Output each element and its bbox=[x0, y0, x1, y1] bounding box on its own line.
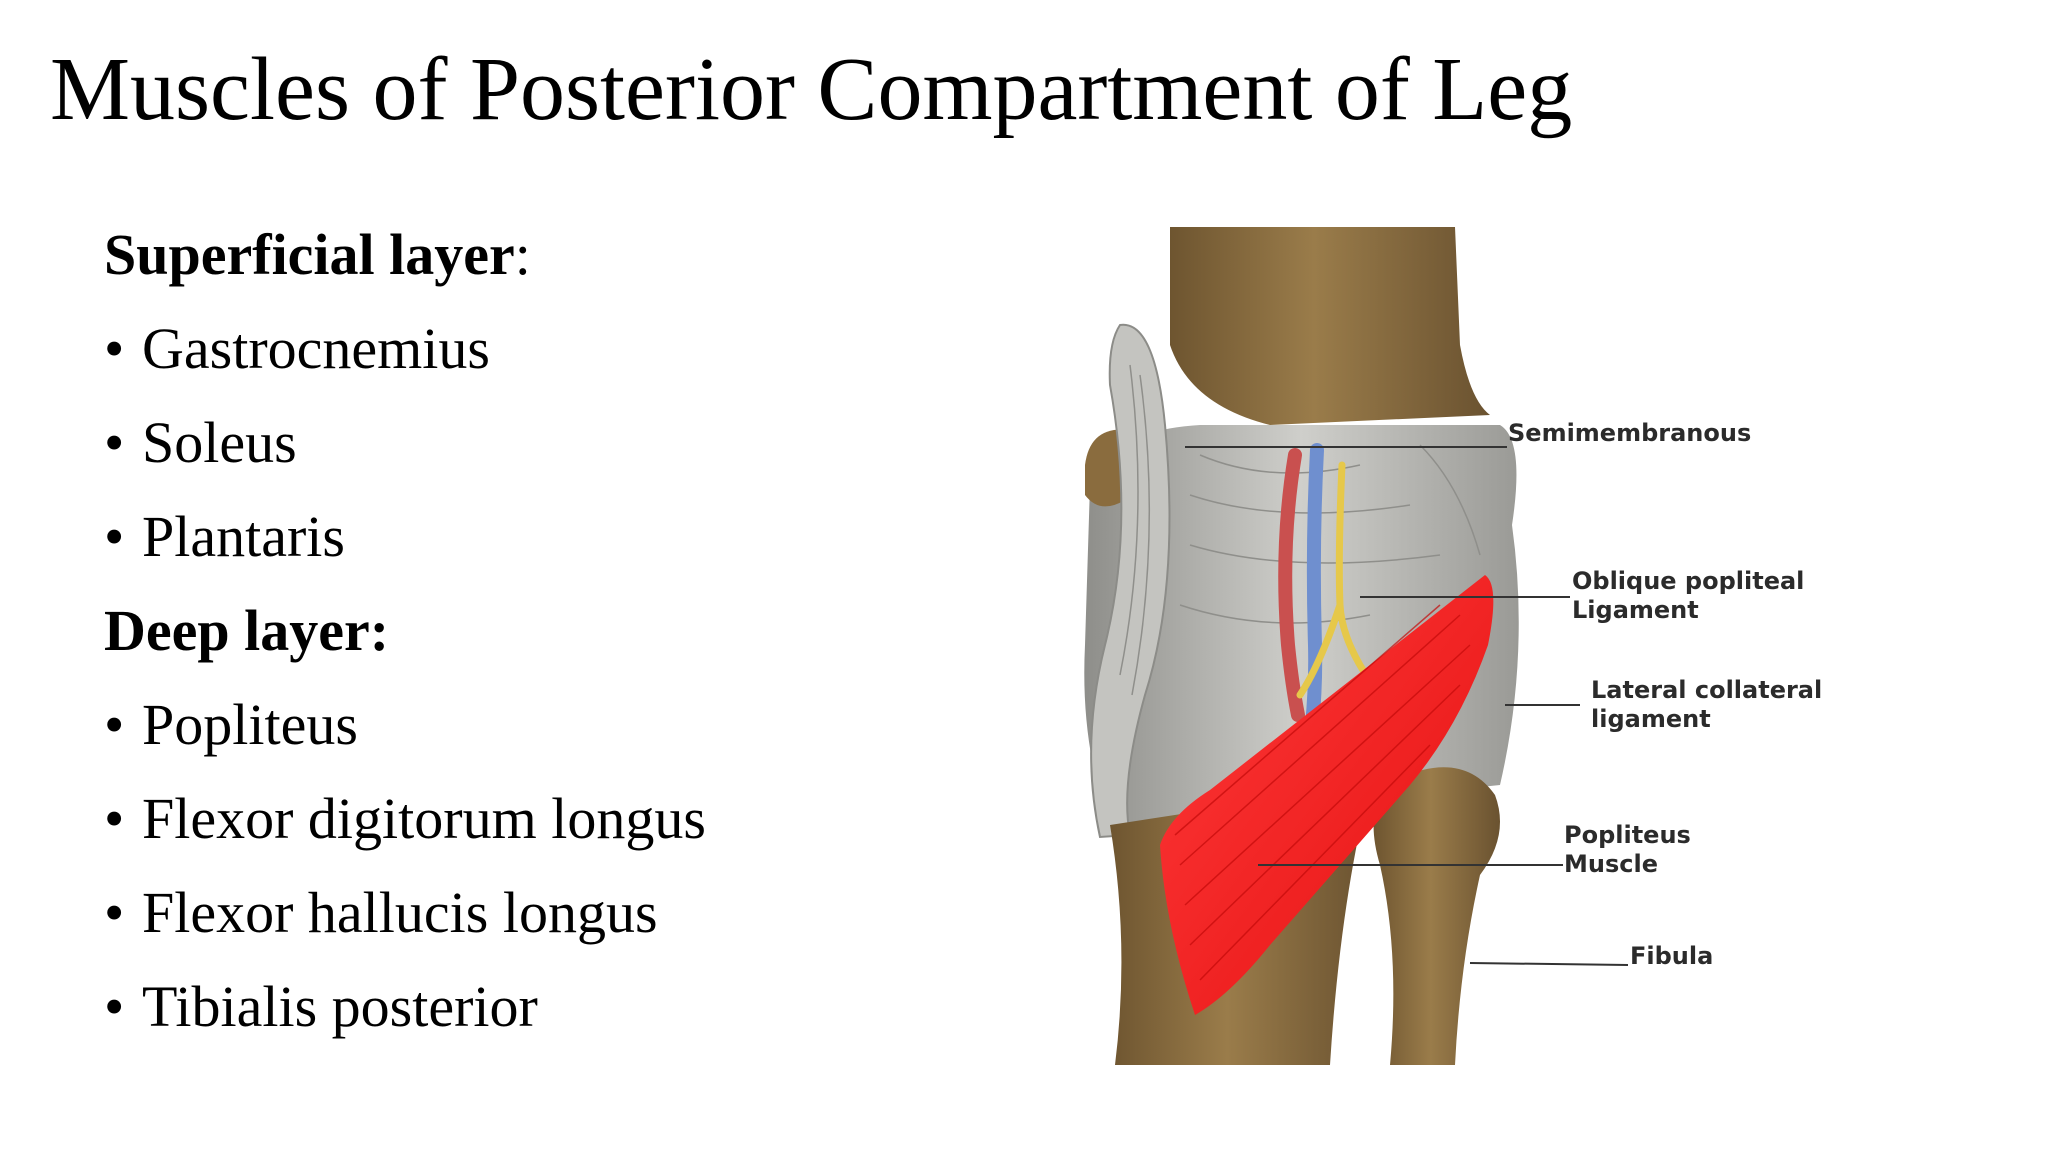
list-item: •Flexor digitorum longus bbox=[104, 772, 944, 866]
femur bbox=[1170, 227, 1490, 425]
label-lateral-collateral-line2: ligament bbox=[1591, 705, 1711, 733]
popliteus-fibers bbox=[1174, 604, 1471, 981]
slide-title: Muscles of Posterior Compartment of Leg bbox=[50, 40, 1573, 139]
label-popliteus-line1: Popliteus bbox=[1564, 821, 1691, 849]
popliteus-muscle bbox=[1160, 575, 1494, 1015]
deep-muscle-list: •Popliteus •Flexor digitorum longus •Fle… bbox=[104, 678, 944, 1054]
popliteal-artery bbox=[1278, 448, 1305, 722]
knee-anatomy-figure: Semimembranous Oblique popliteal Ligamen… bbox=[940, 225, 1880, 1065]
bullet: • bbox=[104, 692, 125, 757]
label-oblique-popliteal-line2: Ligament bbox=[1572, 596, 1699, 624]
fibula bbox=[1373, 767, 1500, 1065]
deep-layer-heading: Deep layer: bbox=[104, 598, 390, 663]
label-lateral-collateral-line1: Lateral collateral bbox=[1591, 676, 1822, 704]
knee-anatomy-illustration: Semimembranous Oblique popliteal Ligamen… bbox=[1084, 227, 1822, 1065]
popliteal-vein bbox=[1305, 443, 1324, 732]
label-semimembranous: Semimembranous bbox=[1508, 419, 1751, 447]
bullet: • bbox=[104, 974, 125, 1039]
superficial-muscle-list: •Gastrocnemius •Soleus •Plantaris bbox=[104, 302, 944, 584]
label-fibula: Fibula bbox=[1630, 942, 1713, 970]
list-item: •Soleus bbox=[104, 396, 944, 490]
list-item: •Plantaris bbox=[104, 490, 944, 584]
bullet: • bbox=[104, 316, 125, 381]
bullet: • bbox=[104, 880, 125, 945]
list-item: •Tibialis posterior bbox=[104, 960, 944, 1054]
superficial-layer-heading: Superficial layer: bbox=[104, 222, 531, 287]
list-item: •Flexor hallucis longus bbox=[104, 866, 944, 960]
label-oblique-popliteal-line1: Oblique popliteal bbox=[1572, 567, 1804, 595]
tibial-nerve bbox=[1296, 461, 1384, 699]
bullet: • bbox=[104, 786, 125, 851]
list-item: •Gastrocnemius bbox=[104, 302, 944, 396]
label-popliteus-line2: Muscle bbox=[1564, 850, 1658, 878]
muscle-list: Superficial layer: •Gastrocnemius •Soleu… bbox=[104, 208, 944, 1054]
list-item: •Popliteus bbox=[104, 678, 944, 772]
bullet: • bbox=[104, 504, 125, 569]
leader-lines bbox=[1185, 446, 1629, 966]
bullet: • bbox=[104, 410, 125, 475]
